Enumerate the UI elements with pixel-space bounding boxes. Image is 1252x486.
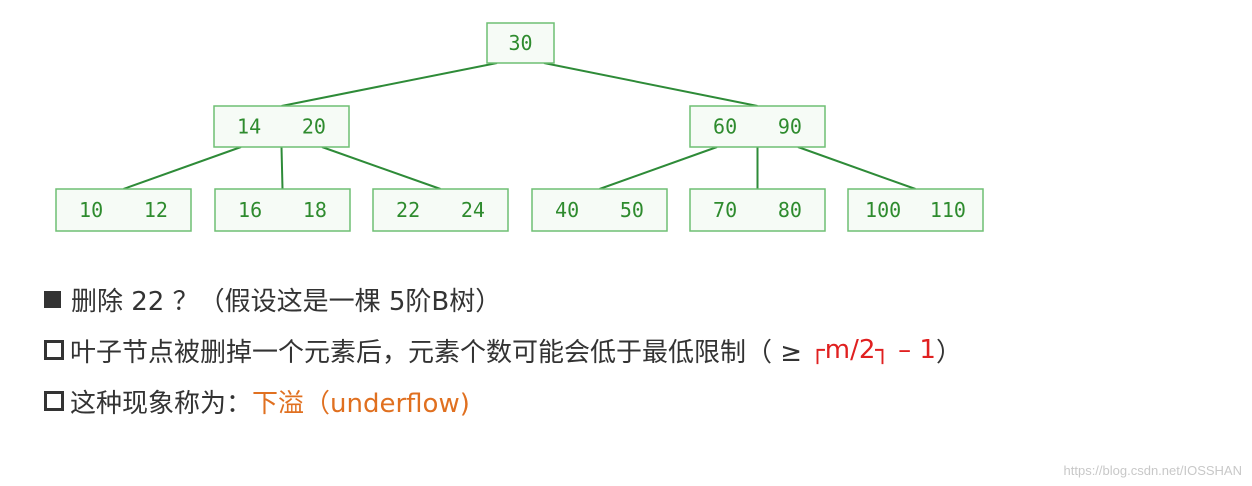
tree-edge-root-left [281, 62, 498, 107]
tree-node-key: 100 [865, 198, 901, 222]
bullet-line-underflow-cause: 叶子节点被删掉一个元素后，元素个数可能会低于最低限制（ ≥ ┌ m/2 ┐ – … [44, 322, 1244, 378]
tree-edge-right-leaf6 [797, 146, 916, 190]
tree-node-root: 30 [486, 22, 555, 64]
tree-edges [123, 62, 916, 190]
tree-edge-left-leaf3 [321, 146, 441, 190]
tree-node-key: 14 [237, 115, 261, 139]
tree-node-key: 80 [778, 198, 802, 222]
underflow-term: 下溢（underflow) [252, 388, 470, 419]
tree-node-key: 70 [713, 198, 737, 222]
formula-minus-one: – 1 [889, 335, 936, 365]
tree-node-box [486, 22, 555, 64]
tree-node-box [214, 188, 351, 232]
tree-node-key: 50 [620, 198, 644, 222]
bullet-text-cause: 叶子节点被删掉一个元素后，元素个数可能会低于最低限制（ ≥ [70, 337, 811, 368]
tree-node-right: 60 90 [689, 105, 826, 148]
tree-node-box [689, 188, 826, 232]
tree-node-key: 60 [713, 115, 737, 139]
tree-node-leaf6: 100 110 [847, 188, 984, 232]
source-watermark: https://blog.csdn.net/IOSSHAN [1063, 463, 1242, 478]
tree-node-box [55, 188, 192, 232]
tree-node-key: 40 [555, 198, 579, 222]
ceiling-close-glyph: ┐ [875, 336, 890, 364]
tree-edge-left-leaf1 [123, 146, 242, 190]
tree-node-leaf1: 10 12 [55, 188, 192, 232]
tree-node-key: 90 [778, 115, 802, 139]
tree-node-box [372, 188, 509, 232]
tree-node-left: 14 20 [213, 105, 350, 148]
filled-square-bullet-icon [44, 290, 61, 308]
bullet-line-delete-question: 删除 22 ？（假设这是一棵 5阶B树） [44, 276, 1244, 322]
tree-node-key: 20 [302, 115, 326, 139]
tree-node-key: 16 [238, 198, 262, 222]
tree-edge-right-leaf4 [599, 146, 718, 190]
tree-edge-root-right [543, 62, 758, 107]
tree-node-key: 30 [508, 31, 532, 55]
hollow-square-bullet-icon [44, 340, 64, 360]
tree-node-box [847, 188, 984, 232]
bullet-list: 删除 22 ？（假设这是一棵 5阶B树） 叶子节点被删掉一个元素后，元素个数可能… [44, 276, 1244, 424]
tree-node-key: 24 [461, 198, 485, 222]
tree-node-leaf4: 40 50 [531, 188, 668, 232]
tree-node-key: 12 [144, 198, 168, 222]
tree-edge-left-leaf2 [280, 146, 284, 190]
bullet-text-term: 这种现象称为： [70, 388, 253, 419]
bullet-line-underflow-term: 这种现象称为： 下溢（underflow) [44, 378, 1244, 424]
tree-node-key: 10 [79, 198, 103, 222]
close-paren: ） [935, 337, 962, 368]
tree-node-key: 18 [303, 198, 327, 222]
tree-node-box [689, 105, 826, 148]
hollow-square-bullet-icon [44, 391, 64, 411]
tree-node-key: 22 [396, 198, 420, 222]
tree-node-box [531, 188, 668, 232]
tree-node-key: 110 [930, 198, 966, 222]
formula-m-over-2: m/2 [824, 335, 876, 365]
tree-node-leaf3: 22 24 [372, 188, 509, 232]
tree-node-box [213, 105, 350, 148]
ceiling-open-glyph: ┌ [810, 336, 825, 364]
bullet-text-delete: 删除 22 ？（假设这是一棵 5阶B树） [71, 286, 502, 317]
tree-node-leaf5: 70 80 [689, 188, 826, 232]
